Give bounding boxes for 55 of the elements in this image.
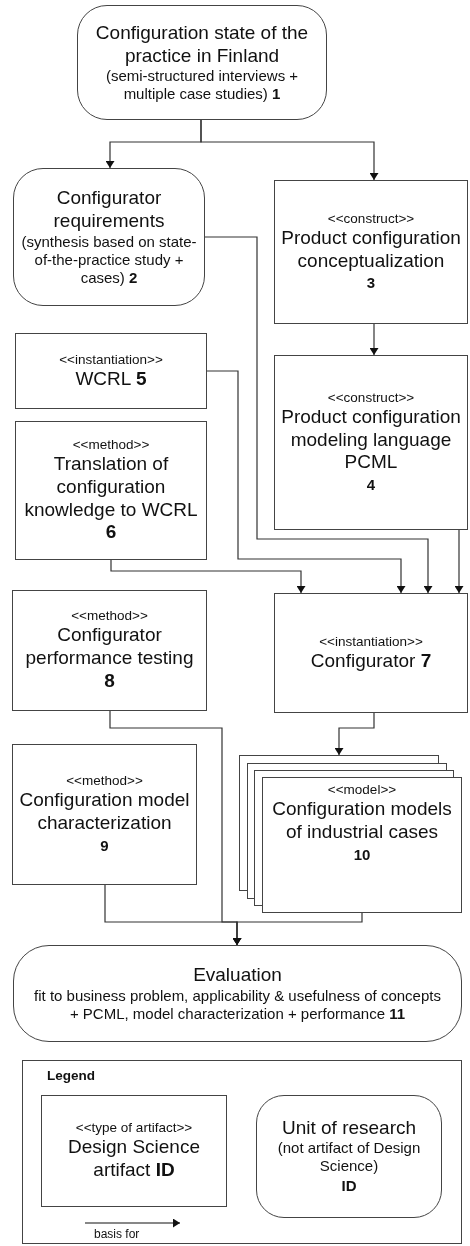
- rounded-box: [256, 1095, 442, 1218]
- node-title: Configurator 7: [310, 649, 432, 673]
- stacked-model-cards: [239, 755, 462, 913]
- rounded-box: [77, 5, 327, 120]
- artifact-box: [274, 180, 468, 324]
- stereotype-label: <<method>>: [71, 608, 148, 625]
- node-id: 3: [366, 273, 376, 294]
- artifact-box: [12, 590, 207, 711]
- artifact-box: [41, 1095, 227, 1207]
- node-id: ID: [341, 1176, 357, 1197]
- artifact-box: [12, 744, 197, 885]
- legend-text: basis for: [94, 1228, 140, 1242]
- rounded-box: [13, 945, 462, 1042]
- connector-arrow: [204, 236, 432, 594]
- connector-arrow: [206, 370, 405, 594]
- legend-heading: Legend: [47, 1067, 95, 1085]
- connector-arrow: [370, 323, 378, 356]
- node-title: Configurator requirements: [52, 187, 166, 233]
- node-description: (not artifact of Design Science): [276, 1139, 422, 1176]
- node-id: 9: [100, 835, 109, 856]
- legend-panel: [22, 1060, 462, 1244]
- node-title: Configuration model characterization: [19, 789, 190, 835]
- stereotype-label: <<instantiation>>: [59, 351, 163, 368]
- stereotype-label: <<method>>: [72, 436, 150, 453]
- artifact-box: [274, 593, 468, 713]
- node-id: 4: [366, 475, 376, 496]
- node-title: Configurator performance testing 8: [24, 624, 195, 693]
- node-title: Product configuration modeling language PCML: [281, 405, 461, 475]
- node-description: fit to business problem, applicability & usefulness of concepts + PCML, model characterization + performance 11: [34, 986, 441, 1023]
- artifact-box: [274, 355, 468, 530]
- connector-arrow: [233, 912, 363, 946]
- stereotype-label: <<model>>: [327, 782, 397, 799]
- node-title: WCRL 5: [75, 367, 147, 391]
- rounded-box: [13, 168, 205, 306]
- stereotype-label: <<method>>: [66, 773, 143, 790]
- node-title: Configuration state of the practice in Finland: [94, 21, 310, 68]
- artifact-box: [15, 333, 207, 409]
- node-title: Configuration models of industrial cases: [271, 798, 453, 844]
- node-description: (synthesis based on state-of-the-practice study + cases) 2: [20, 232, 198, 287]
- node-title: Translation of configuration knowledge to WCRL 6: [23, 453, 199, 545]
- node-title: Product configuration conceptualization: [281, 226, 461, 273]
- node-title: Unit of research: [281, 1116, 417, 1140]
- node-title: Design Science artifact ID: [67, 1136, 201, 1182]
- stereotype-label: <<instantiation>>: [319, 633, 423, 650]
- artifact-box: [15, 421, 207, 560]
- connector-arrow: [455, 529, 463, 594]
- connector-arrow: [335, 712, 375, 756]
- node-description: (semi-structured interviews + multiple case studies) 1: [104, 67, 300, 104]
- stereotype-label: <<construct>>: [327, 210, 415, 227]
- stereotype-label: <<type of artifact>>: [75, 1120, 193, 1137]
- connector-arrow: [200, 119, 378, 181]
- connector-arrow: [110, 559, 305, 594]
- node-title: Evaluation: [193, 964, 282, 987]
- node-id: 10: [353, 844, 371, 865]
- stereotype-label: <<construct>>: [327, 389, 415, 406]
